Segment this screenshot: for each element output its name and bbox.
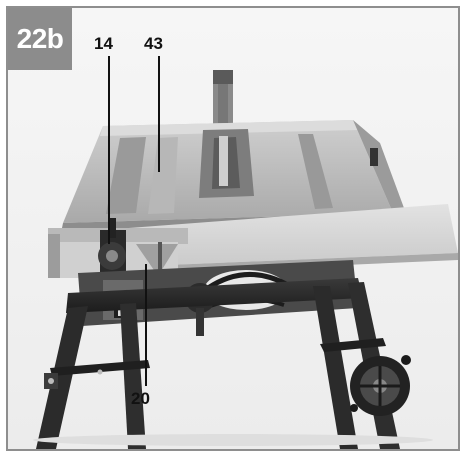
callout-label: 20 (131, 389, 150, 408)
callout-leader-line (158, 56, 160, 172)
callout-label: 14 (94, 34, 113, 53)
callout-leader-line (145, 264, 147, 386)
table-saw-photo (8, 8, 458, 449)
figure-number-badge: 22b (8, 8, 72, 70)
callout-label: 43 (144, 34, 163, 53)
callout-leader-line (108, 56, 110, 244)
figure-frame: 22b 14 43 20 (6, 6, 460, 451)
